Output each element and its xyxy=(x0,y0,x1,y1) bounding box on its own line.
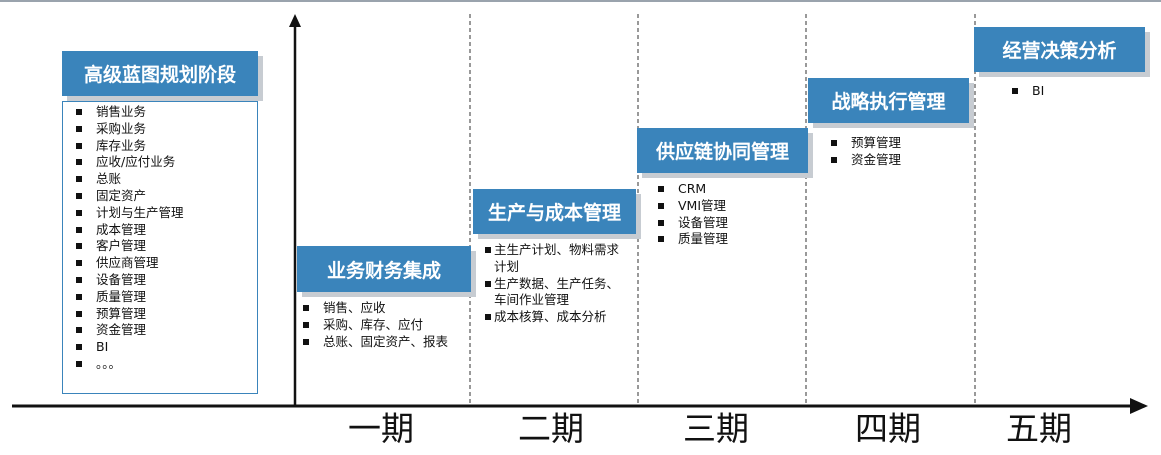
list-item: 质量管理 xyxy=(658,231,728,248)
list-item: 设备管理 xyxy=(76,272,184,289)
list-item: 固定资产 xyxy=(76,188,184,205)
stage-5-item-list: BI xyxy=(1012,83,1044,100)
planning-items-panel xyxy=(62,101,258,394)
bullet-icon xyxy=(76,260,82,267)
stage-5-title: 经营决策分析 xyxy=(974,27,1145,72)
bullet-icon xyxy=(76,192,82,199)
list-item: 客户管理 xyxy=(76,238,184,255)
bullet-icon xyxy=(303,338,309,345)
period-label-3: 三期 xyxy=(683,409,749,448)
list-item: 成本管理 xyxy=(76,222,184,239)
list-item: 计划与生产管理 xyxy=(76,205,184,222)
bullet-icon xyxy=(658,219,664,226)
period-label-1: 一期 xyxy=(348,409,414,448)
list-item: 设备管理 xyxy=(658,215,728,232)
period-label-5: 五期 xyxy=(1006,409,1072,448)
list-item: 销售业务 xyxy=(76,104,184,121)
list-item: 总账、固定资产、报表 xyxy=(303,334,448,351)
stage-4-item-list: 预算管理 资金管理 xyxy=(831,135,901,169)
period-label-4: 四期 xyxy=(855,409,921,448)
bullet-icon xyxy=(658,186,664,192)
stage-3-title: 供应链协同管理 xyxy=(637,128,808,173)
list-item: 主生产计划、物料需求计划 xyxy=(485,242,631,276)
bullet-icon xyxy=(76,209,82,216)
period-label-2: 二期 xyxy=(518,409,584,448)
stage-4-title: 战略执行管理 xyxy=(808,78,969,123)
bullet-icon xyxy=(76,159,82,166)
bullet-icon xyxy=(76,142,82,149)
bullet-icon xyxy=(76,125,82,132)
stage-1-item-list: 销售、应收 采购、库存、应付 总账、固定资产、报表 xyxy=(303,300,448,350)
bullet-icon xyxy=(76,243,82,250)
stage-2-title: 生产与成本管理 xyxy=(473,189,636,234)
stage-3-item-list: CRM VMI管理 设备管理 质量管理 xyxy=(658,181,728,248)
bullet-icon xyxy=(76,226,82,233)
bullet-icon xyxy=(76,176,82,183)
list-item: 采购业务 xyxy=(76,121,184,138)
list-item: 质量管理 xyxy=(76,289,184,306)
list-item: 预算管理 xyxy=(831,135,901,152)
list-item: 采购、库存、应付 xyxy=(303,317,448,334)
planning-stage-title: 高级蓝图规划阶段 xyxy=(62,51,258,96)
list-item: 成本核算、成本分析 xyxy=(485,309,631,326)
bullet-icon xyxy=(76,327,82,334)
list-item: BI xyxy=(1012,83,1044,100)
bullet-icon xyxy=(658,236,664,243)
bullet-icon xyxy=(831,140,837,146)
bullet-icon xyxy=(831,156,837,163)
bullet-icon xyxy=(1012,88,1018,94)
list-item: 供应商管理 xyxy=(76,255,184,272)
list-item: 资金管理 xyxy=(831,152,901,169)
list-item: BI xyxy=(76,339,184,356)
list-item: CRM xyxy=(658,181,728,198)
list-item: 库存业务 xyxy=(76,138,184,155)
horizontal-axis-arrow xyxy=(1130,398,1148,414)
planning-item-list: 销售业务 采购业务 库存业务 应收/应付业务 总账 固定资产 计划与生产管理 成… xyxy=(76,104,184,373)
list-item: 生产数据、生产任务、车间作业管理 xyxy=(485,276,631,310)
bullet-icon xyxy=(658,202,664,209)
vertical-axis-arrow xyxy=(289,14,301,27)
bullet-icon xyxy=(485,314,491,321)
list-item: 总账 xyxy=(76,171,184,188)
bullet-icon xyxy=(76,109,82,115)
bullet-icon xyxy=(485,280,491,287)
stage-2-item-list: 主生产计划、物料需求计划 生产数据、生产任务、车间作业管理 成本核算、成本分析 xyxy=(485,242,631,326)
list-item: 销售、应收 xyxy=(303,300,448,317)
bullet-icon xyxy=(76,293,82,300)
bullet-icon xyxy=(76,344,82,351)
bullet-icon xyxy=(76,276,82,283)
bullet-icon xyxy=(303,321,309,328)
bullet-icon xyxy=(76,360,82,367)
list-item: 。。。 xyxy=(76,356,184,373)
bullet-icon xyxy=(303,305,309,311)
list-item: 应收/应付业务 xyxy=(76,154,184,171)
top-border-line xyxy=(0,0,1161,2)
bullet-icon xyxy=(76,310,82,317)
list-item: VMI管理 xyxy=(658,198,728,215)
list-item: 预算管理 xyxy=(76,306,184,323)
bullet-icon xyxy=(485,247,491,253)
stage-1-title: 业务财务集成 xyxy=(297,246,471,292)
list-item: 资金管理 xyxy=(76,322,184,339)
